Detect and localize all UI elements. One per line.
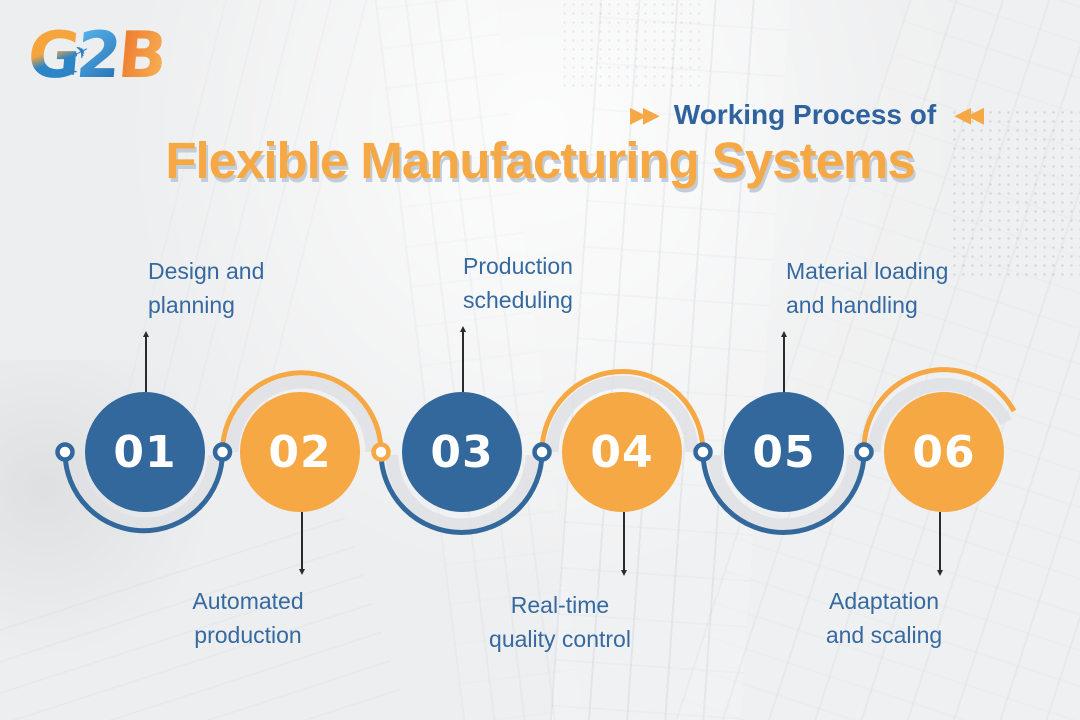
step-04-circle: 04 <box>562 392 682 512</box>
label-line: quality control <box>489 626 631 652</box>
junction-dot-3 <box>371 442 391 462</box>
arc-under-step-01 <box>62 451 225 534</box>
step-05-circle: 05 <box>724 392 844 512</box>
label-line: Real-time <box>510 592 610 618</box>
label-line: Material loading <box>786 258 949 284</box>
step-number: 02 <box>268 426 332 478</box>
step-01-connector-line <box>143 331 149 392</box>
junction-dot-2 <box>212 442 233 462</box>
label-line: production <box>194 622 302 648</box>
junction-dot-1 <box>55 442 75 462</box>
step-02-circle: 02 <box>240 392 360 512</box>
arc-shadow-step-04 <box>545 375 699 453</box>
subtitle-text: Working Process of <box>673 99 937 130</box>
step-03-connector-line <box>460 326 466 392</box>
arc-under-step-03 <box>378 451 545 535</box>
label-line: Automated <box>192 588 304 614</box>
arc-shadow-step-01 <box>69 454 221 531</box>
label-line: and handling <box>786 292 918 318</box>
step-02-connector-line <box>299 512 305 575</box>
label-line: Adaptation <box>829 588 939 614</box>
step-03-circle: 03 <box>402 392 522 512</box>
label-line: and scaling <box>825 622 943 648</box>
step-06-circle: 06 <box>884 392 1004 512</box>
arc-over-step-02 <box>220 370 384 453</box>
arc-under-step-05 <box>700 451 867 535</box>
double-arrow-right-icon: ▶▶ <box>629 102 660 127</box>
junction-dot-4 <box>532 442 552 462</box>
step-number: 04 <box>590 426 654 478</box>
step-03-label: Production scheduling <box>463 249 573 317</box>
step-number: 03 <box>430 426 494 478</box>
step-number: 01 <box>113 426 177 478</box>
arc-shadow-step-02 <box>225 375 379 453</box>
step-05-label: Material loading and handling <box>786 254 948 322</box>
arc-shadow-step-06 <box>867 377 1012 453</box>
step-04-connector-line <box>621 512 627 576</box>
step-01-label: Design and planning <box>148 254 264 322</box>
step-06-label: Adaptation and scaling <box>786 584 982 652</box>
step-02-label: Automated production <box>148 584 348 652</box>
label-line: Design and <box>148 258 265 284</box>
double-arrow-left-icon: ◀◀ <box>954 102 984 127</box>
step-04-label: Real-time quality control <box>460 588 660 656</box>
step-06-connector-line <box>937 512 943 576</box>
label-line: planning <box>148 292 235 318</box>
step-number: 05 <box>752 426 816 478</box>
step-01-circle: 01 <box>85 392 205 512</box>
subtitle-row: ▶▶ Working Process of ◀◀ <box>570 99 1040 131</box>
junction-dot-6 <box>854 442 874 462</box>
arc-shadow-step-03 <box>385 454 539 532</box>
arc-over-step-04 <box>539 369 706 453</box>
arc-shadow-step-05 <box>707 454 861 532</box>
page-title: Flexible Manufacturing Systems <box>165 132 915 189</box>
label-line: Production <box>463 253 573 279</box>
step-number: 06 <box>912 426 976 478</box>
step-05-connector-line <box>781 331 787 392</box>
junction-dot-5 <box>693 442 713 462</box>
arc-over-step-06 <box>861 367 1017 453</box>
label-line: scheduling <box>463 287 573 313</box>
